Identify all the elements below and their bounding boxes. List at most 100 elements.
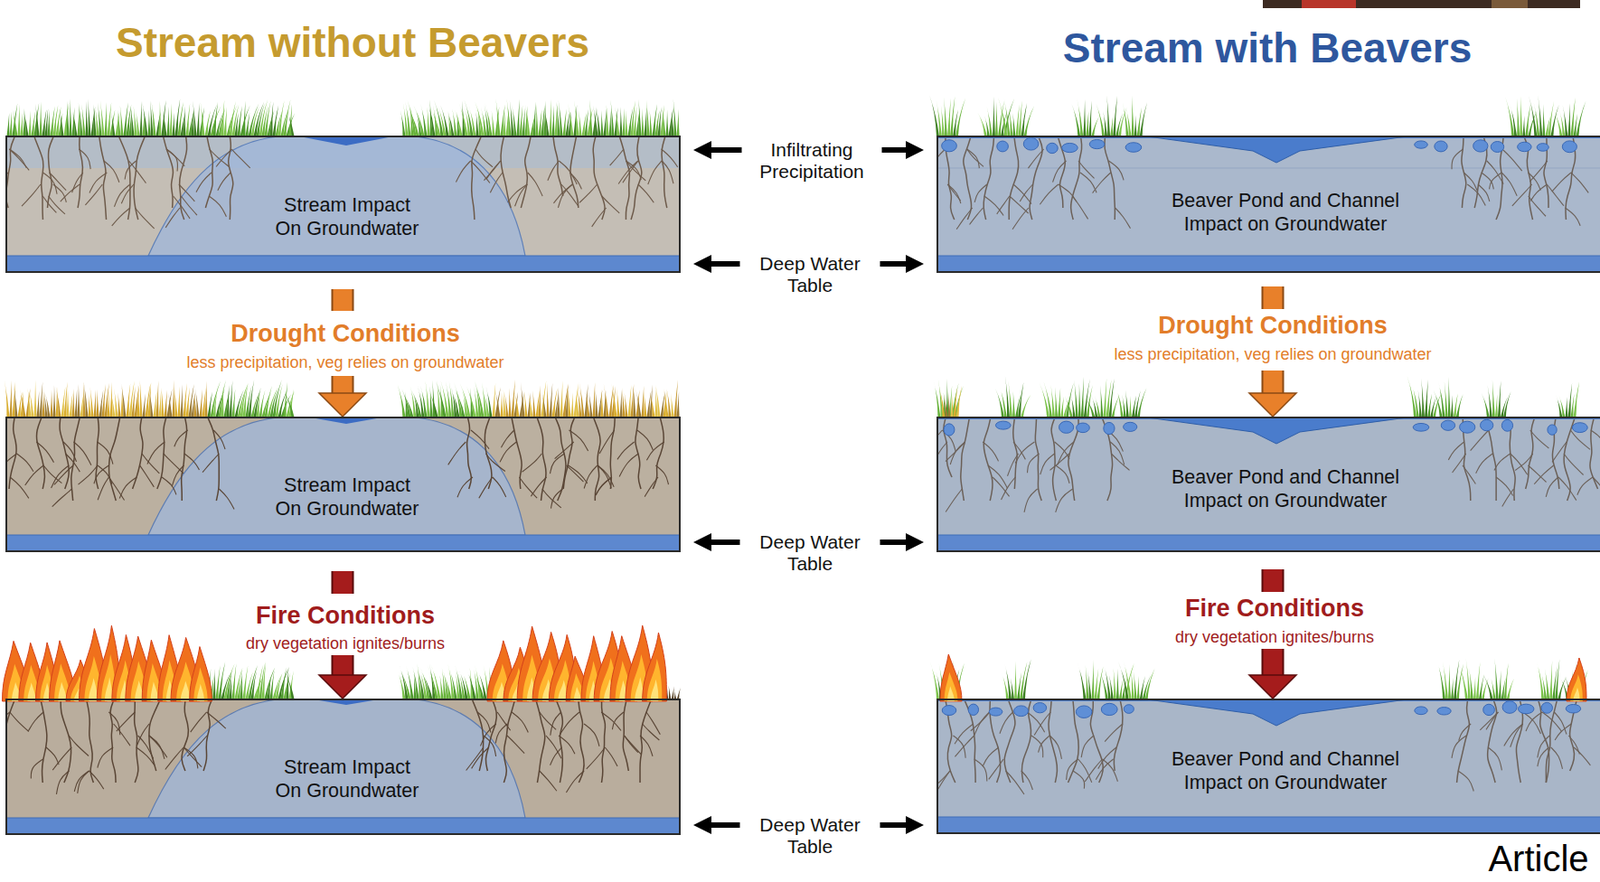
- grass-blade: [477, 669, 488, 700]
- grass-blade: [182, 105, 186, 137]
- grass-blade: [420, 667, 431, 700]
- grass-blade: [670, 110, 674, 137]
- grass-blade: [1537, 94, 1543, 137]
- grass-blade: [1113, 668, 1117, 700]
- grass-blade: [1012, 112, 1016, 137]
- root-branch: [1101, 759, 1118, 782]
- root-branch: [655, 465, 669, 485]
- grass-blade: [223, 106, 227, 137]
- grass-blade: [228, 380, 233, 418]
- grass-blade: [473, 385, 479, 418]
- grass-blade: [573, 383, 579, 418]
- root-branch: [947, 184, 961, 204]
- root-branch: [174, 430, 189, 447]
- grass-blade: [611, 383, 617, 418]
- root-branch: [470, 160, 490, 183]
- root-branch: [530, 477, 546, 497]
- ponded-water: [1412, 423, 1430, 432]
- grass-blade: [412, 666, 419, 700]
- groundwater-mound: [148, 135, 526, 256]
- root-branch: [1515, 453, 1534, 471]
- root-branch: [42, 196, 57, 213]
- grass-blade: [1122, 101, 1130, 137]
- grass-blade: [537, 385, 541, 418]
- grass-blade: [212, 393, 217, 418]
- root-branch: [1528, 196, 1546, 217]
- pointer-arrow-shaft: [882, 147, 911, 153]
- root-branch: [1552, 442, 1567, 462]
- root-branch: [1055, 489, 1073, 513]
- grass-blade: [474, 380, 481, 418]
- condition-note: dry vegetation ignites/burns: [245, 634, 445, 654]
- grass-blade: [602, 390, 606, 418]
- ponded-water: [1062, 142, 1079, 152]
- grass-blade: [204, 381, 208, 418]
- root-branch: [984, 196, 1004, 217]
- ponded-water: [1562, 141, 1577, 153]
- ponded-water: [1571, 423, 1588, 433]
- root-branch: [1007, 453, 1019, 477]
- ponded-water: [1440, 420, 1455, 431]
- grass-blade: [579, 382, 585, 418]
- root-branch: [1534, 465, 1553, 485]
- root-branch: [1110, 453, 1130, 471]
- root-branch: [1463, 172, 1478, 191]
- condition-note: dry vegetation ignites/burns: [1175, 628, 1375, 648]
- cross-section-drawing: [0, 98, 681, 273]
- grass-blade: [117, 109, 122, 137]
- grass-blade: [188, 110, 194, 137]
- ponded-water: [1483, 704, 1496, 716]
- grass-blade: [11, 381, 16, 418]
- grass-blade: [992, 96, 996, 137]
- grass-blade: [1110, 116, 1113, 137]
- stream-cross-section: Stream Impact On Groundwater: [5, 416, 681, 553]
- root-branch: [619, 453, 639, 477]
- root: [110, 700, 116, 783]
- grass-blade: [11, 103, 18, 137]
- root-branch: [568, 465, 588, 484]
- root-branch: [954, 724, 974, 744]
- root-branch: [1571, 172, 1589, 193]
- root-branch: [545, 735, 562, 759]
- corner-watermark: Article: [1487, 837, 1589, 880]
- root-branch: [202, 453, 219, 473]
- root-branch: [1027, 453, 1040, 473]
- root-branch: [1458, 771, 1474, 791]
- root-branch: [967, 149, 984, 167]
- root-branch: [9, 149, 29, 170]
- root-branch: [1104, 724, 1123, 743]
- root: [983, 137, 994, 220]
- root-branch: [1049, 453, 1069, 471]
- grass-blade: [434, 380, 446, 418]
- root: [1461, 137, 1467, 208]
- root-branch: [1551, 747, 1563, 770]
- grass-blade: [943, 394, 949, 418]
- root-branch: [988, 465, 1008, 489]
- grass-blade: [403, 393, 415, 418]
- grass-blade: [619, 106, 622, 137]
- grass-blade: [1091, 116, 1100, 137]
- grass-blade: [524, 391, 528, 418]
- grass-blade: [1421, 378, 1425, 418]
- root-branch: [108, 477, 124, 500]
- root-branch: [1477, 184, 1490, 202]
- grass-blade: [1091, 395, 1099, 418]
- grass-blade: [76, 105, 80, 137]
- grass-blade: [1078, 383, 1082, 418]
- grass-blade: [1137, 676, 1140, 700]
- root-branch: [1448, 442, 1464, 461]
- ponded-water: [1437, 707, 1451, 716]
- grass-blade: [106, 392, 110, 418]
- root-branch: [36, 442, 54, 463]
- grass-blade: [475, 112, 479, 137]
- photo-fragment: [1301, 0, 1356, 9]
- root-branch: [557, 184, 573, 208]
- grass-blade: [255, 390, 260, 418]
- subsurface: [936, 416, 1600, 553]
- root-branch: [583, 465, 598, 489]
- ponded-water: [1414, 141, 1429, 149]
- pointer-arrow-head: [693, 533, 712, 552]
- grass-blade: [474, 381, 485, 418]
- grass-blade: [450, 669, 458, 700]
- grass-blade: [19, 112, 23, 137]
